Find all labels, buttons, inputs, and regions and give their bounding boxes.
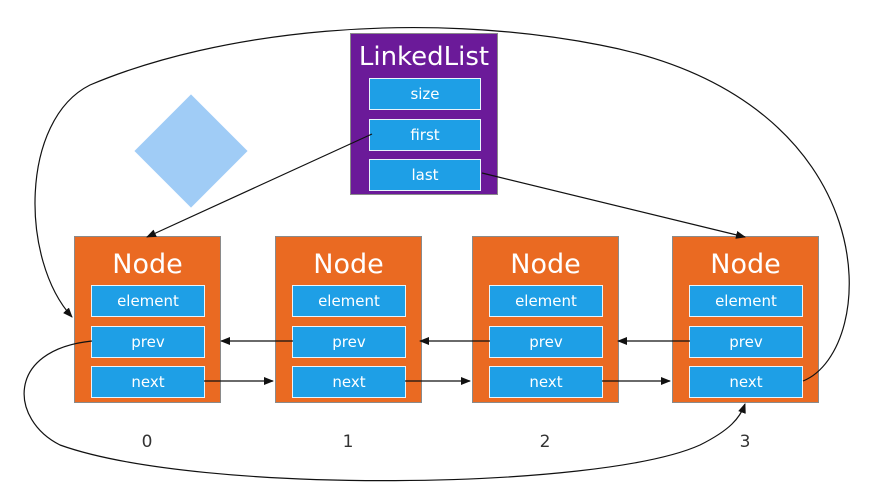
node-element-field: element <box>91 285 205 317</box>
node-title: Node <box>710 249 781 280</box>
node-2: Node element prev next <box>472 236 619 403</box>
node-prev-field: prev <box>91 326 205 358</box>
node-index-label: 3 <box>739 432 751 452</box>
node-0: Node element prev next <box>74 236 221 403</box>
node-3: Node element prev next <box>672 236 819 403</box>
node-title: Node <box>112 249 183 280</box>
node-element-field: element <box>689 285 803 317</box>
linkedlist-box: LinkedList size first last <box>350 33 498 195</box>
node-title: Node <box>510 249 581 280</box>
node-element-field: element <box>292 285 406 317</box>
first-field: first <box>369 119 481 151</box>
last-field: last <box>369 159 481 191</box>
size-field: size <box>369 78 481 110</box>
node-next-field: next <box>292 366 406 398</box>
node-next-field: next <box>91 366 205 398</box>
decorative-diamond <box>134 94 248 208</box>
node-next-field: next <box>489 366 603 398</box>
node-prev-field: prev <box>689 326 803 358</box>
node-element-field: element <box>489 285 603 317</box>
node-title: Node <box>313 249 384 280</box>
node-prev-field: prev <box>292 326 406 358</box>
node-next-field: next <box>689 366 803 398</box>
node-index-label: 1 <box>342 432 354 452</box>
node-prev-field: prev <box>489 326 603 358</box>
linkedlist-title: LinkedList <box>358 42 490 72</box>
node-1: Node element prev next <box>275 236 422 403</box>
last-pointer-arrow <box>481 172 746 239</box>
node-index-label: 0 <box>141 432 153 452</box>
node-index-label: 2 <box>539 432 551 452</box>
